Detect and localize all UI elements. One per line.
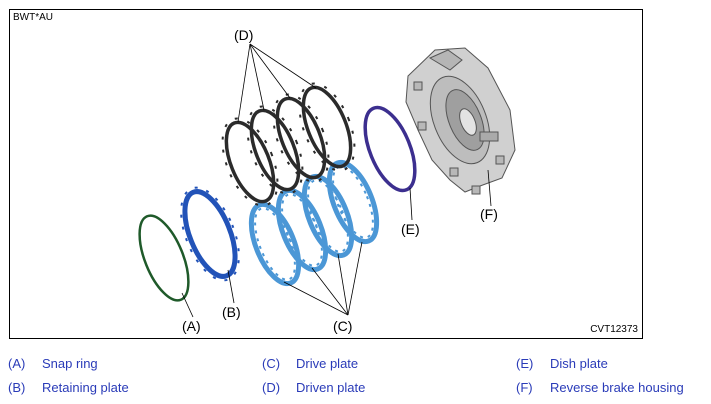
legend-key: (A): [8, 356, 26, 371]
legend-key: (C): [262, 356, 281, 371]
dish-plate: [363, 105, 417, 193]
legend-item-c: (C) Drive plate: [262, 356, 358, 371]
retaining-plate: [182, 189, 238, 279]
exploded-diagram: BWT*AU: [9, 9, 643, 339]
reverse-brake-housing: [405, 47, 516, 195]
legend-label: Drive plate: [296, 356, 359, 371]
callout-c: (C): [333, 318, 353, 334]
legend-item-f: (F) Reverse brake housing: [516, 380, 684, 395]
exploded-view-drawing: [138, 43, 516, 318]
snap-ring: [138, 214, 190, 302]
figure-code: BWT*AU: [13, 12, 53, 23]
legend-key: (E): [516, 356, 534, 371]
legend-item-b: (B) Retaining plate: [8, 380, 129, 395]
legend-label: Dish plate: [550, 356, 608, 371]
legend-key: (D): [262, 380, 281, 395]
parts-legend: (A) Snap ring (B) Retaining plate (C) Drive…: [0, 352, 711, 404]
legend-label: Reverse brake housing: [550, 380, 684, 395]
callout-b: (B): [222, 304, 241, 320]
callout-a: (A): [182, 318, 201, 334]
callout-e: (E): [401, 221, 420, 237]
leader-lines: [181, 43, 492, 318]
callout-d: (D): [234, 27, 254, 43]
legend-label: Driven plate: [296, 380, 366, 395]
legend-item-e: (E) Dish plate: [516, 356, 608, 371]
legend-item-a: (A) Snap ring: [8, 356, 98, 371]
legend-key: (F): [516, 380, 533, 395]
legend-label: Snap ring: [42, 356, 98, 371]
figure-reference-code: CVT12373: [590, 324, 638, 335]
legend-label: Retaining plate: [42, 380, 129, 395]
driven-plates: [221, 82, 356, 207]
callout-f: (F): [480, 206, 498, 222]
legend-key: (B): [8, 380, 26, 395]
legend-item-d: (D) Driven plate: [262, 380, 365, 395]
